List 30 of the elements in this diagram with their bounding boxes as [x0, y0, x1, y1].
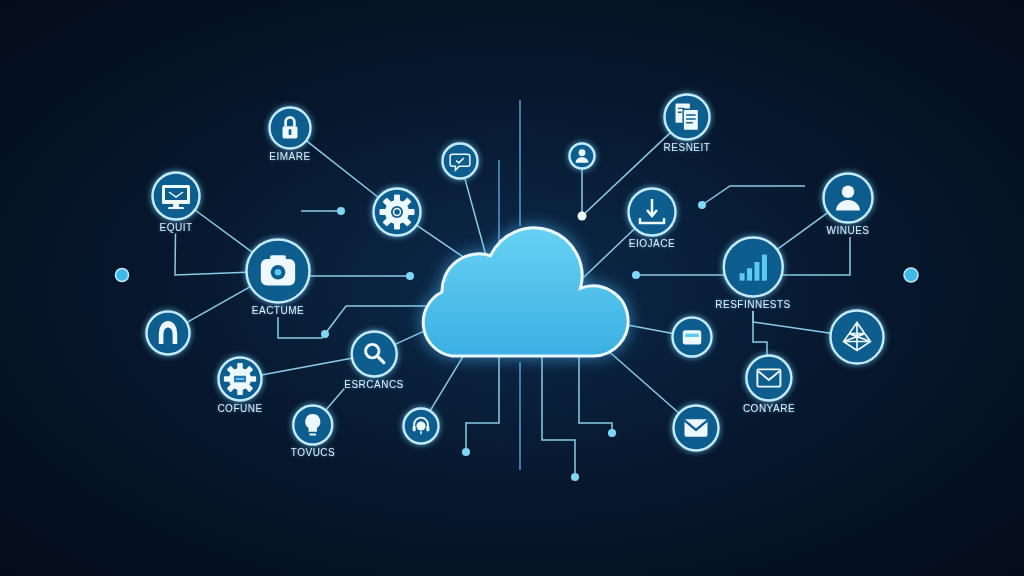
connector-line: [305, 139, 380, 199]
connector-line: [608, 351, 680, 414]
node-label: WINUES: [826, 225, 870, 237]
node-label: EIOJACE: [628, 238, 676, 250]
connector-line: [463, 177, 487, 256]
arch-icon: [145, 310, 191, 356]
tray-icon: [671, 316, 713, 358]
node-label: COFUNE: [217, 403, 263, 415]
node-label: EACTUME: [251, 305, 305, 317]
connector-line: [325, 387, 346, 411]
connector-line: [308, 271, 415, 281]
node-label: TOVUCS: [290, 447, 336, 459]
node-label: RESFINNESTS: [715, 299, 791, 311]
node-label: EIMARE: [269, 151, 311, 163]
node-label: RESNEIT: [663, 142, 711, 154]
connector-line: [581, 227, 636, 280]
headset-icon: [402, 407, 440, 445]
node-label: EQUIT: [159, 222, 193, 234]
connector-line: [415, 224, 465, 259]
connector-line: [186, 285, 252, 324]
connector-line: [194, 209, 254, 254]
connector-line: [776, 211, 829, 251]
envelope-icon: [672, 404, 720, 452]
gear-icon: [372, 187, 422, 237]
node-label: CONYARE: [742, 403, 796, 415]
node-label: ESRCANCS: [344, 379, 404, 391]
connector-line: [260, 357, 353, 376]
user-icon: [568, 142, 596, 170]
network-icon: [829, 309, 885, 365]
chat-icon: [441, 142, 479, 180]
